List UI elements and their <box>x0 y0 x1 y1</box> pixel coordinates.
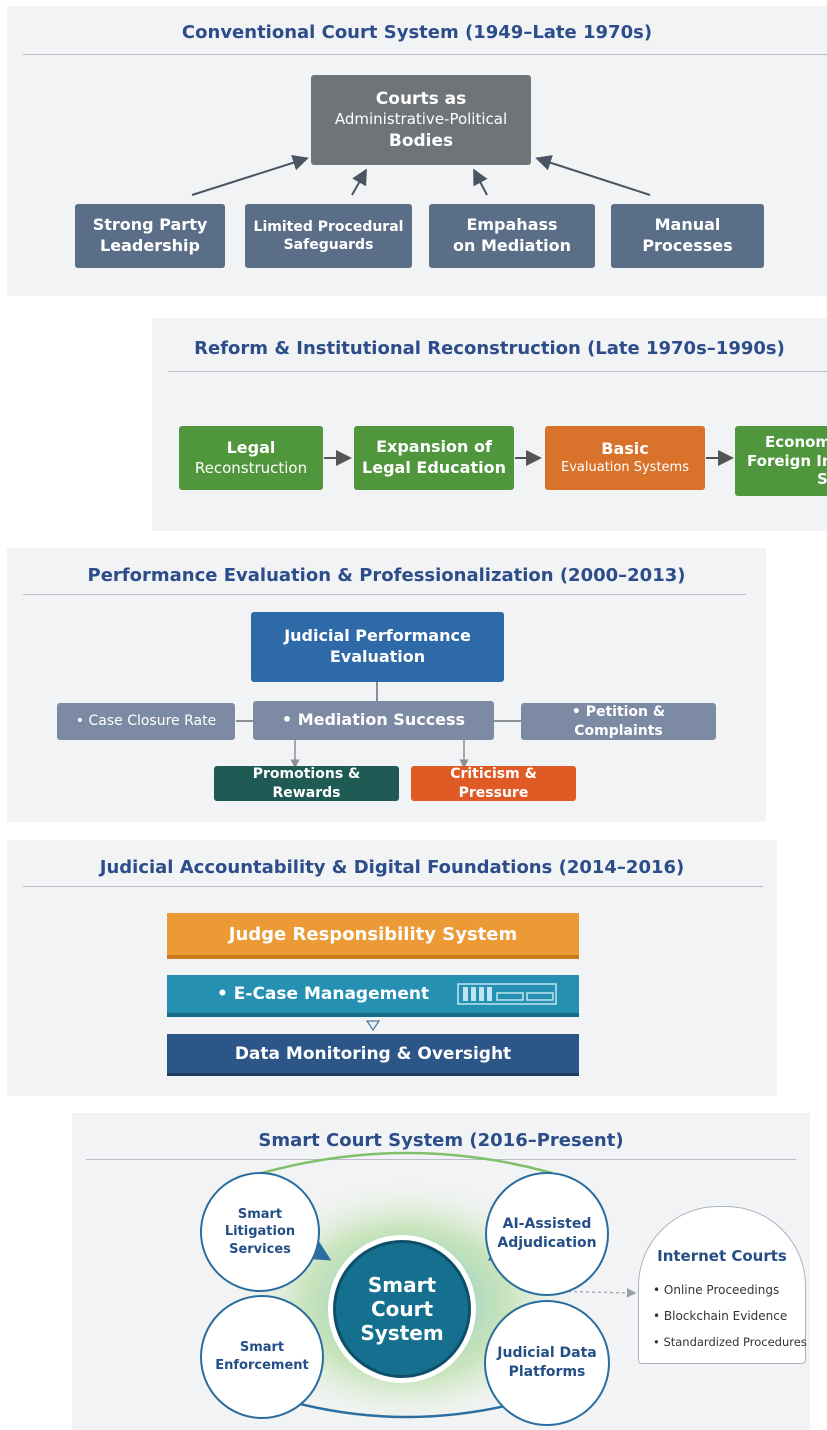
smart-court-hub: Smart Court System <box>328 1235 476 1383</box>
legal-reconstruction-box: Legal Reconstruction <box>179 426 323 490</box>
node-line: Adjudication <box>497 1235 597 1251</box>
section-title: Reform & Institutional Reconstruction (L… <box>194 338 785 359</box>
box-line: Basic <box>601 439 649 459</box>
section-reform: Reform & Institutional Reconstruction (L… <box>152 318 827 531</box>
box-line: Evaluation Systems <box>561 459 689 475</box>
data-monitoring-layer: Data Monitoring & Oversight <box>167 1034 579 1076</box>
node-line: Judicial Data <box>497 1345 597 1362</box>
box-line: Limited Procedural <box>253 218 404 235</box>
box-line: Processes <box>642 236 733 255</box>
section-accountability: Judicial Accountability & Digital Founda… <box>7 840 777 1096</box>
divider <box>23 54 827 55</box>
divider <box>23 594 746 595</box>
divider <box>86 1159 796 1160</box>
box-line: Strong Party <box>92 215 208 235</box>
box-line: Legal Education <box>362 458 506 477</box>
node-line: Enforcement <box>215 1358 309 1373</box>
hub-line: Court <box>370 1297 434 1321</box>
node-line: Litigation <box>224 1224 296 1240</box>
basic-evaluation-box: Basic Evaluation Systems <box>545 426 705 490</box>
box-line: on Mediation <box>453 236 571 255</box>
box-line: Administrative-Political <box>334 110 508 129</box>
promotions-rewards-box: Promotions & Rewards <box>214 766 399 801</box>
divider <box>168 371 827 372</box>
internet-courts-item: • Standardized Procedures <box>653 1335 807 1349</box>
section-title: Performance Evaluation & Professionaliza… <box>87 565 686 586</box>
internet-courts-item: • Blockchain Evidence <box>653 1309 788 1323</box>
box-line: Bodies <box>388 130 454 151</box>
box-line: Evaluation <box>329 647 426 666</box>
hub-line: Smart <box>367 1273 437 1297</box>
emphasis-mediation-box: Empahass on Mediation <box>429 204 595 268</box>
section-smart-court: Smart Court System (2016–Present) <box>72 1113 810 1430</box>
judge-responsibility-layer: Judge Responsibility System <box>167 913 579 959</box>
criticism-pressure-box: Criticism & Pressure <box>411 766 576 801</box>
internet-courts-card: Internet Courts • Online Proceedings • B… <box>638 1206 807 1364</box>
box-line: Manual <box>654 215 721 235</box>
box-line: Leadership <box>100 236 200 255</box>
box-line: Foreign Inv <box>747 451 827 470</box>
section-performance: Performance Evaluation & Professionaliza… <box>7 548 766 822</box>
section-title: Judicial Accountability & Digital Founda… <box>99 857 685 878</box>
hub-line: System <box>360 1321 444 1345</box>
box-line: Courts as <box>375 89 467 110</box>
node-line: Platforms <box>508 1364 586 1380</box>
node-line: Smart <box>239 1340 285 1356</box>
node-line: Smart <box>237 1206 283 1222</box>
box-line: Expansion of <box>376 437 492 457</box>
petition-complaints-pill: • Petition & Complaints <box>521 703 716 740</box>
section-title: Conventional Court System (1949–Late 197… <box>181 22 653 43</box>
box-line: Empahass <box>466 215 558 235</box>
box-line: Reconstruction <box>194 458 308 477</box>
node-line: AI-Assisted <box>502 1216 592 1233</box>
node-line: Services <box>229 1241 291 1257</box>
section-title: Smart Court System (2016–Present) <box>258 1130 624 1151</box>
internet-courts-title: Internet Courts <box>657 1247 787 1265</box>
server-rack-icon <box>457 983 557 1005</box>
economic-foreign-box: Econom Foreign Inv Supp <box>735 426 827 496</box>
box-line: Econom <box>765 432 827 451</box>
limited-procedural-safeguards-box: Limited Procedural Safeguards <box>245 204 412 268</box>
node-smart-litigation: Smart Litigation Services <box>200 1172 320 1292</box>
box-line: Legal <box>226 437 276 457</box>
node-smart-enforcement: Smart Enforcement <box>200 1295 324 1419</box>
divider <box>23 886 763 887</box>
hub-core: Smart Court System <box>333 1240 471 1378</box>
courts-admin-political-box: Courts as Administrative-Political Bodie… <box>311 75 531 165</box>
box-line: Safeguards <box>283 237 374 253</box>
layer-label: • E-Case Management <box>217 984 430 1004</box>
node-judicial-data: Judicial Data Platforms <box>484 1300 610 1426</box>
box-line: Supp <box>817 470 827 489</box>
e-case-management-layer: • E-Case Management <box>167 975 579 1017</box>
strong-party-leadership-box: Strong Party Leadership <box>75 204 225 268</box>
judicial-performance-box: Judicial Performance Evaluation <box>251 612 504 682</box>
section-conventional-court: Conventional Court System (1949–Late 197… <box>7 6 827 296</box>
case-closure-rate-pill: • Case Closure Rate <box>57 703 235 740</box>
mediation-success-pill: • Mediation Success <box>253 701 494 740</box>
node-ai-adjudication: AI-Assisted Adjudication <box>485 1172 609 1296</box>
legal-education-box: Expansion of Legal Education <box>354 426 514 490</box>
box-line: Judicial Performance <box>284 626 471 646</box>
internet-courts-item: • Online Proceedings <box>653 1283 780 1297</box>
manual-processes-box: Manual Processes <box>611 204 764 268</box>
